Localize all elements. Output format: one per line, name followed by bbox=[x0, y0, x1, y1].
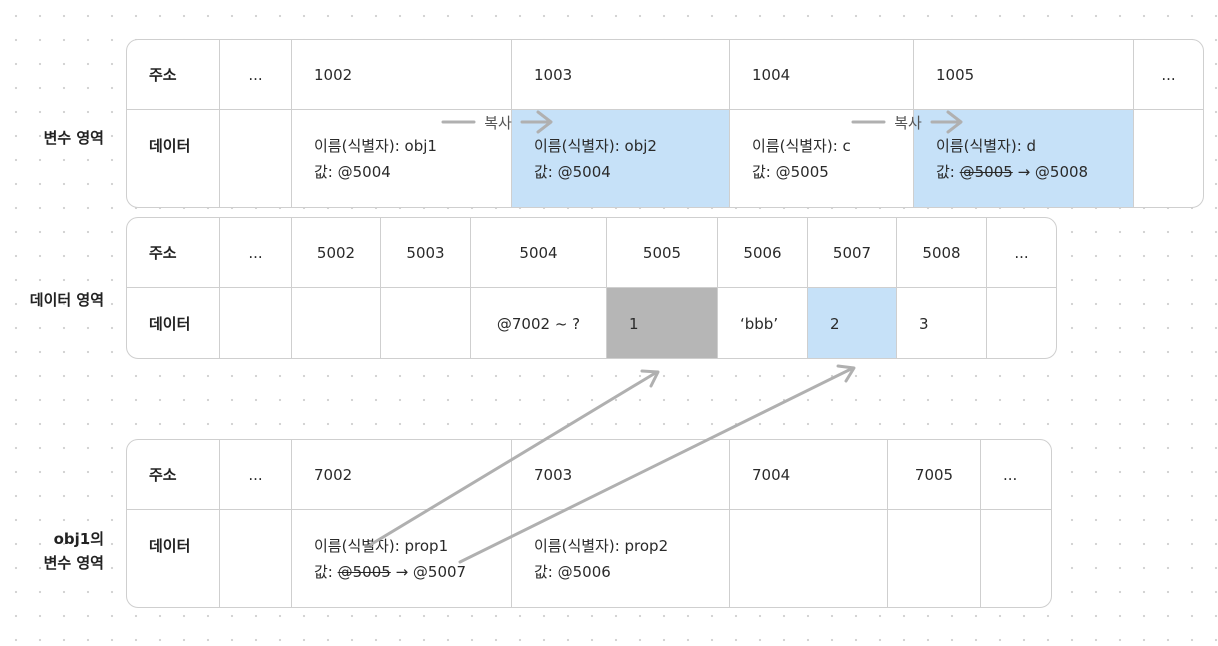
arrow-head-icon bbox=[640, 369, 660, 388]
address-cell: ... bbox=[1133, 40, 1203, 109]
data-region-label: 데이터 영역 bbox=[29, 291, 104, 309]
data-cell bbox=[219, 288, 291, 358]
data-cell: 이름(식별자): prop2 값: @5006 bbox=[511, 510, 729, 607]
address-row: 주소 ... 5002 5003 5004 5005 5006 5007 500… bbox=[127, 218, 1056, 287]
data-cell bbox=[980, 510, 1051, 607]
identifier-value: 값: @5005 → @5008 bbox=[936, 163, 1089, 181]
data-row: 데이터 이름(식별자): prop1 값: @5005 → @5007 이름(식… bbox=[127, 509, 1051, 607]
obj1-variable-region-table: 주소 ... 7002 7003 7004 7005 ... 데이터 이름(식별… bbox=[126, 439, 1052, 608]
address-cell: 5006 bbox=[717, 218, 807, 287]
identifier-name: 이름(식별자): prop1 bbox=[314, 537, 449, 555]
address-cell: 5002 bbox=[291, 218, 380, 287]
identifier-value: 값: @5004 bbox=[534, 163, 611, 181]
address-cell: 1002 bbox=[291, 40, 511, 109]
address-header: 주소 bbox=[149, 243, 177, 262]
data-cell bbox=[887, 510, 980, 607]
address-cell: 5005 bbox=[606, 218, 717, 287]
data-cell: 이름(식별자): d 값: @5005 → @5008 bbox=[913, 110, 1133, 207]
data-cell bbox=[291, 288, 380, 358]
obj1-region-label-line2: 변수 영역 bbox=[43, 554, 104, 572]
address-cell: 1003 bbox=[511, 40, 729, 109]
address-cell: 5003 bbox=[380, 218, 470, 287]
identifier-name: 이름(식별자): prop2 bbox=[534, 537, 669, 555]
address-header: 주소 bbox=[149, 65, 177, 84]
address-cell: ... bbox=[219, 440, 291, 509]
identifier-value: 값: @5004 bbox=[314, 163, 391, 181]
identifier-value: 값: @5005 bbox=[752, 163, 829, 181]
data-row: 데이터 @7002 ~ ? 1 ‘bbb’ 2 3 bbox=[127, 287, 1056, 358]
data-cell bbox=[1133, 110, 1203, 207]
address-cell: 7004 bbox=[729, 440, 887, 509]
data-cell: 이름(식별자): prop1 값: @5005 → @5007 bbox=[291, 510, 511, 607]
address-cell: 1005 bbox=[913, 40, 1133, 109]
identifier-name: 이름(식별자): obj2 bbox=[534, 137, 657, 155]
variable-region-label: 변수 영역 bbox=[43, 129, 104, 147]
address-row: 주소 ... 7002 7003 7004 7005 ... bbox=[127, 440, 1051, 509]
data-row: 데이터 이름(식별자): obj1 값: @5004 이름(식별자): obj2… bbox=[127, 109, 1203, 207]
address-cell: ... bbox=[986, 218, 1056, 287]
arrow-head-icon bbox=[836, 364, 856, 383]
address-header: 주소 bbox=[149, 465, 177, 484]
identifier-value: 값: @5006 bbox=[534, 563, 611, 581]
address-cell: 5007 bbox=[807, 218, 896, 287]
data-cell: 3 bbox=[896, 288, 986, 358]
variable-region-table: 주소 ... 1002 1003 1004 1005 ... 데이터 이름(식별… bbox=[126, 39, 1204, 208]
data-cell bbox=[986, 288, 1056, 358]
data-region-table: 주소 ... 5002 5003 5004 5005 5006 5007 500… bbox=[126, 217, 1057, 359]
address-cell: 5004 bbox=[470, 218, 606, 287]
address-row: 주소 ... 1002 1003 1004 1005 ... bbox=[127, 40, 1203, 109]
address-cell: 7003 bbox=[511, 440, 729, 509]
identifier-name: 이름(식별자): d bbox=[936, 137, 1037, 155]
data-cell bbox=[219, 110, 291, 207]
data-header: 데이터 bbox=[149, 537, 191, 555]
data-cell bbox=[219, 510, 291, 607]
data-cell: 1 bbox=[606, 288, 717, 358]
data-header: 데이터 bbox=[149, 314, 191, 333]
address-cell: ... bbox=[219, 218, 291, 287]
address-cell: 1004 bbox=[729, 40, 913, 109]
identifier-value: 값: @5005 → @5007 bbox=[314, 563, 467, 581]
obj1-region-label-line1: obj1의 bbox=[53, 530, 104, 548]
identifier-name: 이름(식별자): c bbox=[752, 137, 851, 155]
address-cell: 7002 bbox=[291, 440, 511, 509]
data-cell: ‘bbb’ bbox=[717, 288, 807, 358]
address-cell: ... bbox=[980, 440, 1051, 509]
address-cell: ... bbox=[219, 40, 291, 109]
data-cell: @7002 ~ ? bbox=[470, 288, 606, 358]
address-cell: 5008 bbox=[896, 218, 986, 287]
data-cell bbox=[380, 288, 470, 358]
data-cell bbox=[729, 510, 887, 607]
obj1-variable-region-label: obj1의 변수 영역 bbox=[0, 527, 104, 575]
data-cell: 이름(식별자): obj2 값: @5004 bbox=[511, 110, 729, 207]
data-cell: 이름(식별자): obj1 값: @5004 bbox=[291, 110, 511, 207]
data-header: 데이터 bbox=[149, 137, 191, 155]
data-cell: 2 bbox=[807, 288, 896, 358]
data-cell: 이름(식별자): c 값: @5005 bbox=[729, 110, 913, 207]
identifier-name: 이름(식별자): obj1 bbox=[314, 137, 437, 155]
address-cell: 7005 bbox=[887, 440, 980, 509]
